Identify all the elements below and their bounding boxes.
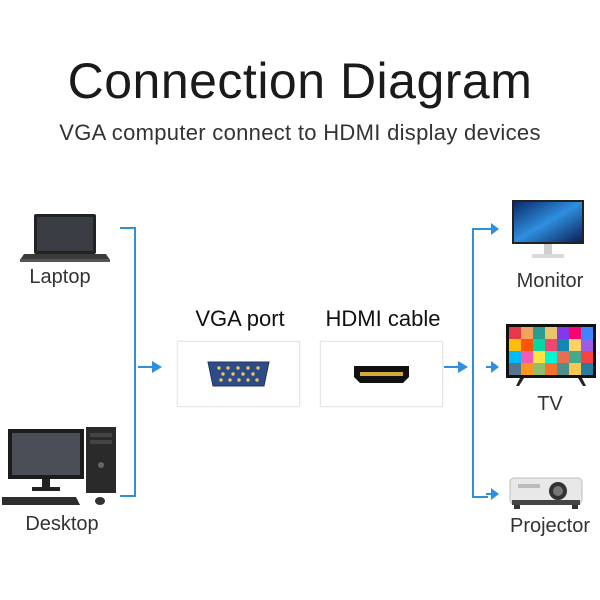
vga-port-box (177, 341, 300, 407)
projector-label: Projector (509, 515, 591, 537)
laptop-icon (20, 214, 110, 262)
diagram-subtitle: VGA computer connect to HDMI display dev… (59, 120, 541, 145)
monitor-arrow-line (486, 228, 492, 230)
tv-label: TV (537, 393, 563, 415)
desktop-device (0, 425, 120, 507)
laptop-label: Laptop (29, 266, 91, 288)
tv-icon (506, 324, 596, 386)
display-arrow-icon (458, 361, 468, 373)
tv-device (506, 324, 596, 386)
projector-icon (509, 477, 583, 509)
vga-port-icon (207, 361, 270, 387)
tv-arrow-line (486, 366, 492, 368)
laptop-device (20, 212, 110, 262)
monitor-label: Monitor (516, 270, 584, 292)
tv-arrow-icon (491, 361, 499, 373)
hdmi-port-icon (354, 366, 409, 383)
hdmi-cable-label: HDMI cable (325, 306, 441, 331)
display-bracket (472, 228, 488, 498)
projector-device (508, 472, 584, 512)
hdmi-port-box (320, 341, 443, 407)
desktop-label: Desktop (25, 513, 99, 535)
monitor-device (510, 198, 586, 260)
source-arrow-icon (152, 361, 162, 373)
vga-port-label: VGA port (195, 306, 285, 331)
monitor-icon (512, 200, 584, 258)
projector-arrow-line (486, 493, 492, 495)
desktop-computer-icon (0, 427, 116, 505)
display-arrow-line (444, 366, 458, 368)
source-bracket (120, 227, 136, 497)
projector-arrow-icon (491, 488, 499, 500)
source-arrow-line (138, 366, 152, 368)
diagram-title: Connection Diagram (67, 53, 533, 109)
monitor-arrow-icon (491, 223, 499, 235)
